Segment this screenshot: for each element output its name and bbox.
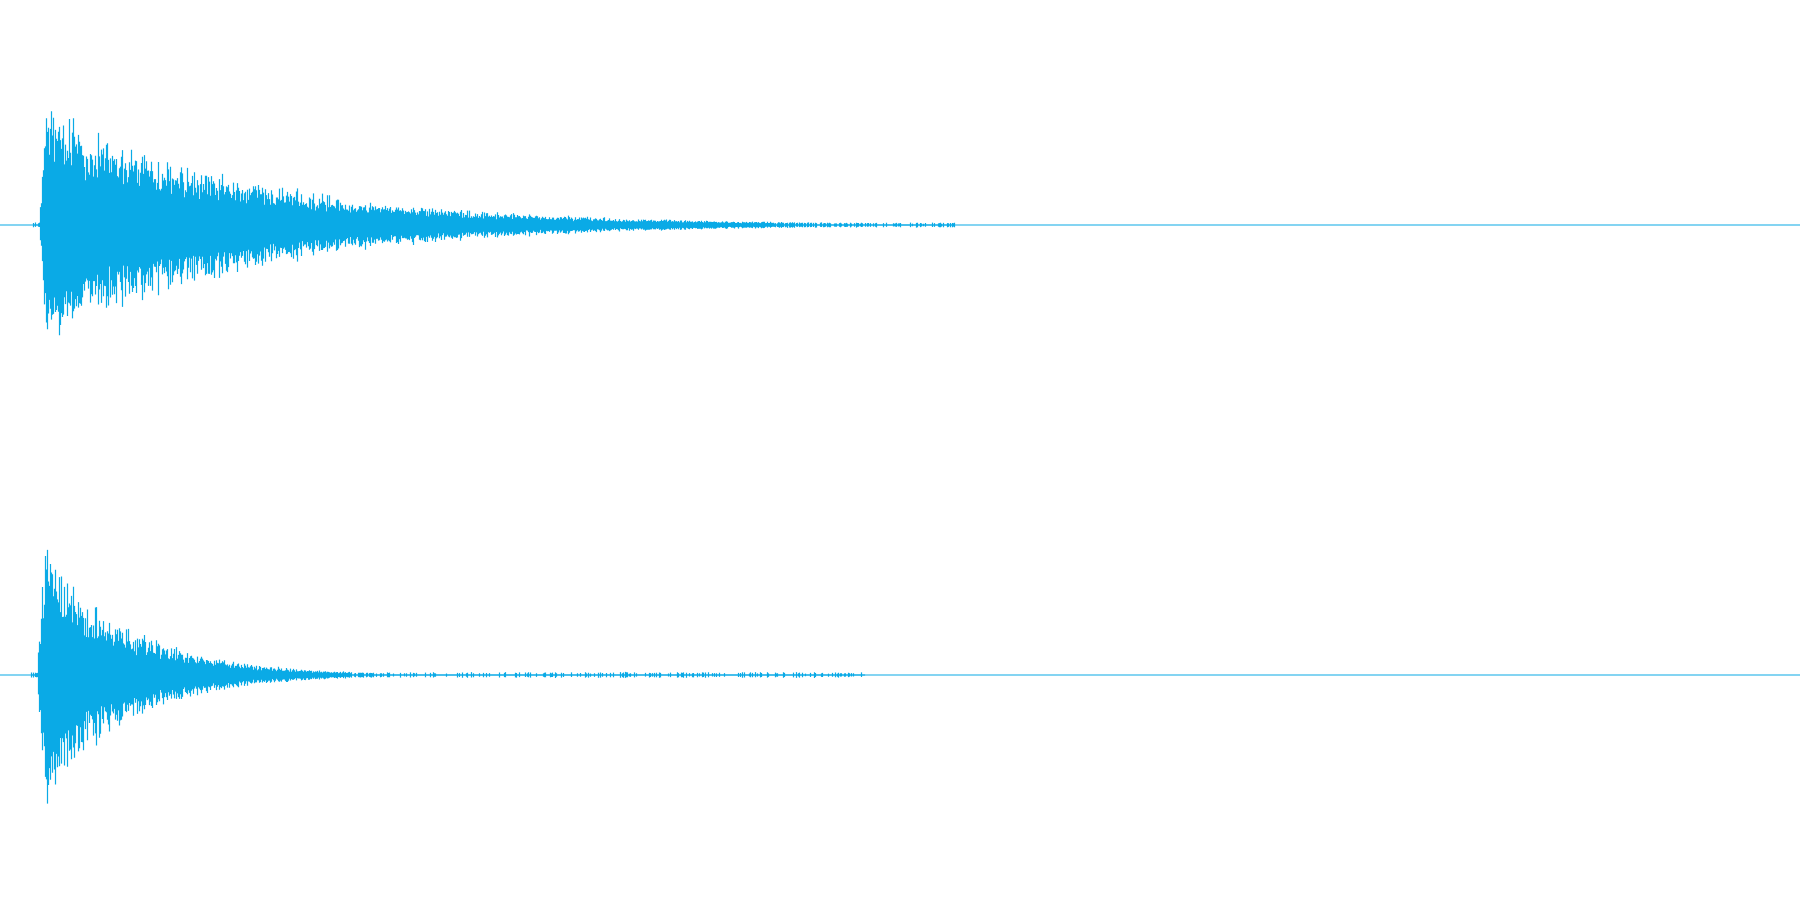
channel-top-amplitude	[32, 111, 956, 336]
channel-top-waveform	[0, 111, 1800, 336]
channel-bottom-amplitude	[30, 549, 866, 804]
channel-bottom-waveform	[0, 549, 1800, 804]
